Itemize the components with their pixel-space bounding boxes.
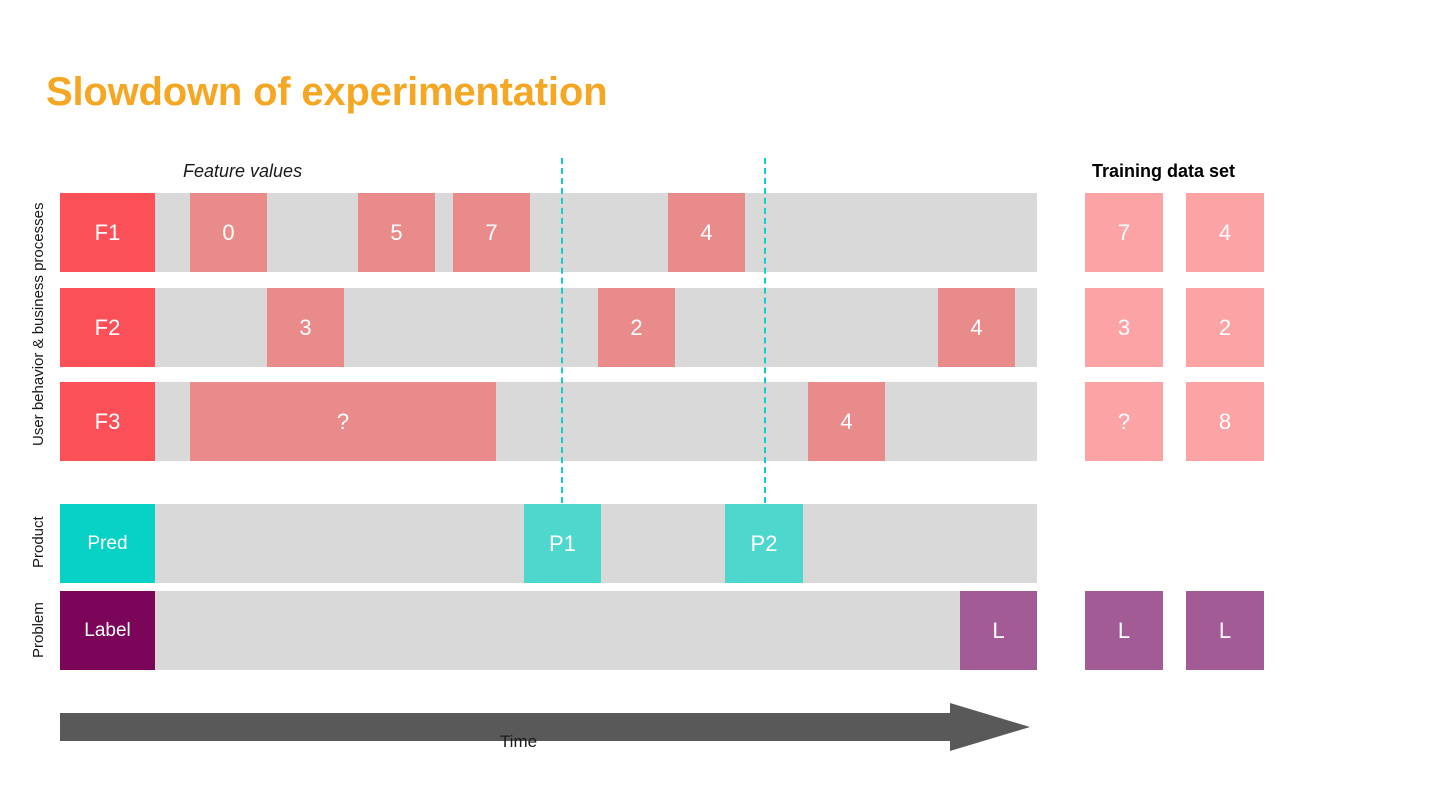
training-cell-f2-c2[interactable]: 2 <box>1186 288 1264 367</box>
axis-label-product: Product <box>30 516 47 568</box>
training-cell-label-c2[interactable]: L <box>1186 591 1264 670</box>
feature-block-f3-0[interactable]: ? <box>190 382 496 461</box>
feature-block-f1-1[interactable]: 5 <box>358 193 435 272</box>
feature-block-f1-3[interactable]: 4 <box>668 193 745 272</box>
time-arrow-icon <box>60 703 1030 751</box>
row-label-pred: Pred <box>60 504 155 583</box>
timeline-track-f2: F2 3 2 4 <box>60 288 1037 367</box>
timeline-track-pred: Pred P1 P2 <box>60 504 1037 583</box>
page-title: Slowdown of experimentation <box>46 70 608 114</box>
training-cell-f1-c1[interactable]: 7 <box>1085 193 1163 272</box>
training-cell-f3-c2[interactable]: 8 <box>1186 382 1264 461</box>
feature-block-f2-0[interactable]: 3 <box>267 288 344 367</box>
feature-values-heading: Feature values <box>183 161 303 181</box>
timeline-track-f1: F1 0 5 7 4 <box>60 193 1037 272</box>
guide-line-p2 <box>764 158 766 503</box>
training-data-set-heading: Training data set <box>1092 161 1236 181</box>
prediction-block-p1[interactable]: P1 <box>524 504 601 583</box>
label-block-l[interactable]: L <box>960 591 1037 670</box>
row-label-f2: F2 <box>60 288 155 367</box>
prediction-block-p2[interactable]: P2 <box>725 504 803 583</box>
feature-block-f2-1[interactable]: 2 <box>598 288 675 367</box>
feature-block-f3-1[interactable]: 4 <box>808 382 885 461</box>
row-label-f3: F3 <box>60 382 155 461</box>
training-cell-f2-c1[interactable]: 3 <box>1085 288 1163 367</box>
feature-block-f2-2[interactable]: 4 <box>938 288 1015 367</box>
training-cell-label-c1[interactable]: L <box>1085 591 1163 670</box>
row-label-label: Label <box>60 591 155 670</box>
time-axis-label: Time <box>499 732 538 751</box>
guide-line-p1 <box>561 158 563 503</box>
feature-block-f1-0[interactable]: 0 <box>190 193 267 272</box>
axis-label-user-behavior: User behavior & business processes <box>30 202 47 446</box>
feature-block-f1-2[interactable]: 7 <box>453 193 530 272</box>
row-label-f1: F1 <box>60 193 155 272</box>
timeline-track-label: Label L <box>60 591 1037 670</box>
training-cell-f1-c2[interactable]: 4 <box>1186 193 1264 272</box>
training-cell-f3-c1[interactable]: ? <box>1085 382 1163 461</box>
timeline-track-f3: F3 ? 4 <box>60 382 1037 461</box>
axis-label-problem: Problem <box>30 602 47 658</box>
